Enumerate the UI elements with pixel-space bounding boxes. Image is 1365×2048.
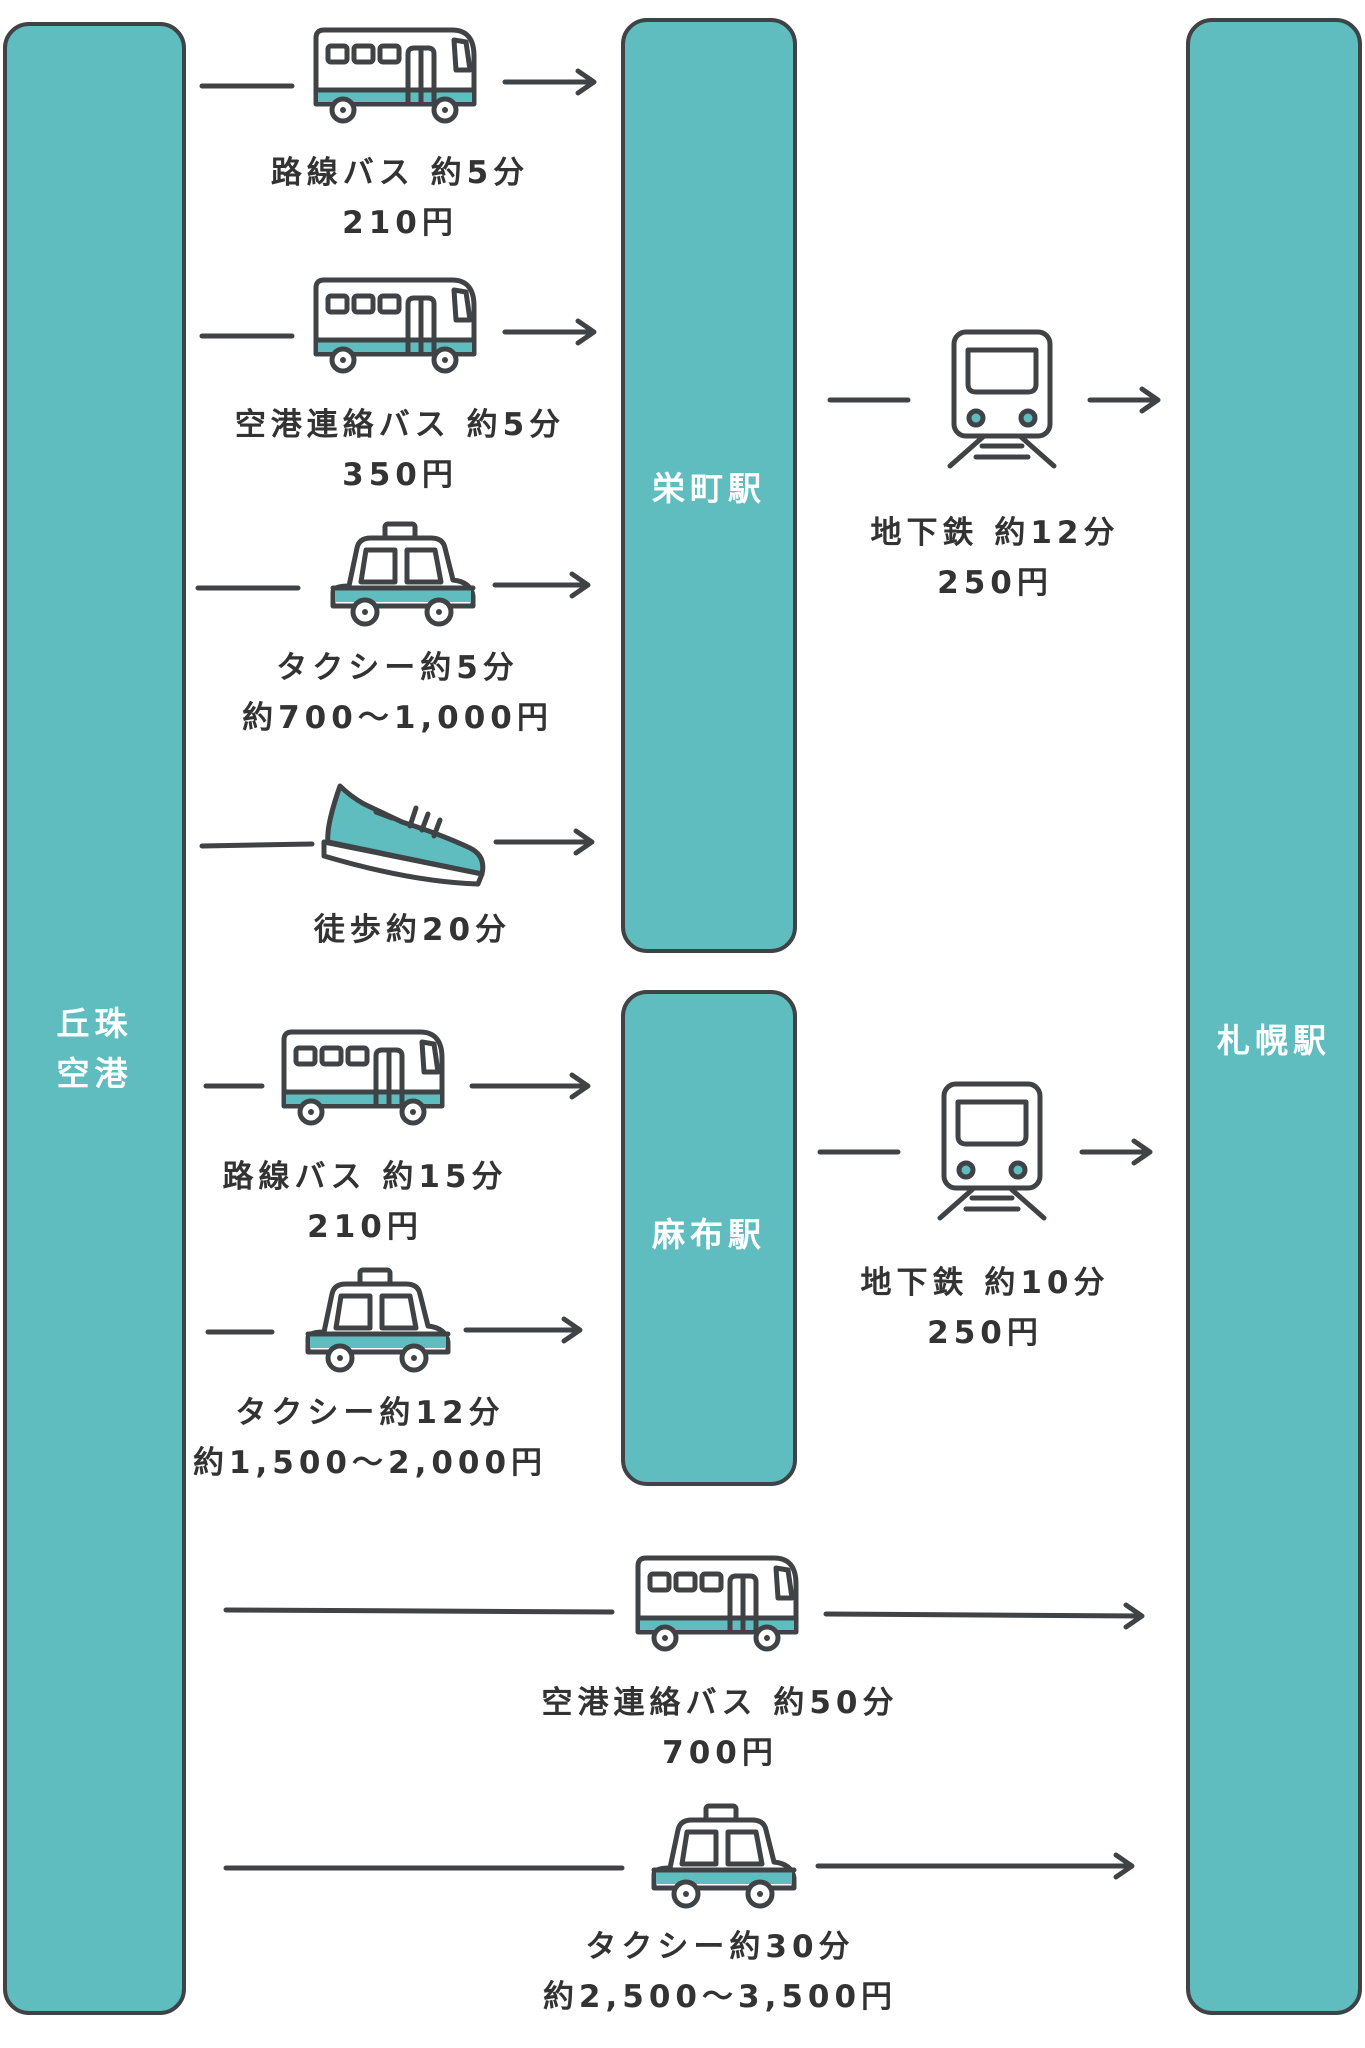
airport-bus-direct-time: 空港連絡バス 約50分 <box>541 1685 899 1721</box>
taxi-azabu-time: タクシー約12分 <box>235 1395 505 1431</box>
taxi-sakaemachi-time: タクシー約5分 <box>276 650 519 686</box>
walk-to-sakaemachi-connector <box>199 831 592 853</box>
airport-name-line1: 丘珠 <box>56 1004 133 1043</box>
subway-sakaemachi-label: 地下鉄 約12分 250円 <box>820 508 1170 608</box>
sakaemachi-station-label: 栄町駅 <box>652 469 766 508</box>
bus-azabu-label: 路線バス 約15分 210円 <box>190 1152 540 1252</box>
taxi-direct-label: タクシー約30分 約2,500〜3,500円 <box>540 1922 900 2022</box>
taxi-direct-time: タクシー約30分 <box>585 1929 855 1965</box>
bus-icon <box>316 280 474 371</box>
airport-bus-to-sakaemachi-connector <box>199 321 594 343</box>
taxi-icon <box>333 524 473 624</box>
bus-icon <box>316 30 474 121</box>
sakaemachi-station-pillar: 栄町駅 <box>621 18 797 953</box>
airport-bus-sakaemachi-time: 空港連絡バス 約5分 <box>234 407 566 443</box>
airport-bus-direct-label: 空港連絡バス 約50分 700円 <box>520 1678 920 1778</box>
azabu-station-pillar: 麻布駅 <box>621 990 797 1486</box>
bus-azabu-fare: 210円 <box>307 1209 423 1245</box>
airport-bus-direct-fare: 700円 <box>662 1735 778 1771</box>
airport-bus-sakaemachi-label: 空港連絡バス 約5分 350円 <box>195 400 605 500</box>
walk-sakaemachi-time: 徒歩約20分 <box>313 912 512 948</box>
taxi-to-azabu-connector <box>205 1319 580 1341</box>
bus-sakaemachi-fare: 210円 <box>342 205 458 241</box>
subway-azabu-time: 地下鉄 約10分 <box>860 1265 1110 1301</box>
bus-azabu-time: 路線バス 約15分 <box>222 1159 508 1195</box>
bus-sakaemachi-label: 路線バス 約5分 210円 <box>230 148 570 248</box>
okadama-airport-pillar: 丘珠 空港 <box>3 22 186 2015</box>
sapporo-station-label: 札幌駅 <box>1217 1021 1331 1060</box>
subway-azabu-label: 地下鉄 約10分 250円 <box>810 1258 1160 1358</box>
subway-azabu-fare: 250円 <box>927 1315 1043 1351</box>
taxi-icon <box>308 1270 448 1370</box>
bus-icon <box>284 1032 442 1123</box>
bus-sakaemachi-time: 路線バス 約5分 <box>270 155 530 191</box>
subway-sakaemachi-to-sapporo-connector <box>827 389 1158 411</box>
train-icon <box>950 332 1054 466</box>
taxi-sakaemachi-fare: 約700〜1,000円 <box>242 700 553 736</box>
taxi-sakaemachi-label: タクシー約5分 約700〜1,000円 <box>210 643 585 743</box>
airport-bus-direct-connector <box>223 1605 1142 1627</box>
subway-azabu-to-sapporo-connector <box>817 1141 1150 1163</box>
taxi-azabu-label: タクシー約12分 約1,500〜2,000円 <box>190 1388 550 1488</box>
azabu-station-label: 麻布駅 <box>652 1215 766 1254</box>
subway-sakaemachi-time: 地下鉄 約12分 <box>870 515 1120 551</box>
airport-name-line2: 空港 <box>56 1054 133 1093</box>
taxi-direct-fare: 約2,500〜3,500円 <box>542 1979 898 2015</box>
taxi-direct-connector <box>223 1855 1132 1877</box>
taxi-to-sakaemachi-connector <box>195 574 588 596</box>
subway-sakaemachi-fare: 250円 <box>937 565 1053 601</box>
walk-sakaemachi-label: 徒歩約20分 <box>240 905 585 955</box>
sapporo-station-pillar: 札幌駅 <box>1186 18 1362 2015</box>
airport-bus-sakaemachi-fare: 350円 <box>342 457 458 493</box>
taxi-icon <box>654 1806 794 1906</box>
taxi-azabu-fare: 約1,500〜2,000円 <box>192 1445 548 1481</box>
bus-to-sakaemachi-connector <box>199 71 594 93</box>
bus-icon <box>638 1558 796 1649</box>
train-icon <box>940 1084 1044 1218</box>
shoe-icon <box>324 786 483 884</box>
bus-to-azabu-connector <box>203 1075 588 1097</box>
